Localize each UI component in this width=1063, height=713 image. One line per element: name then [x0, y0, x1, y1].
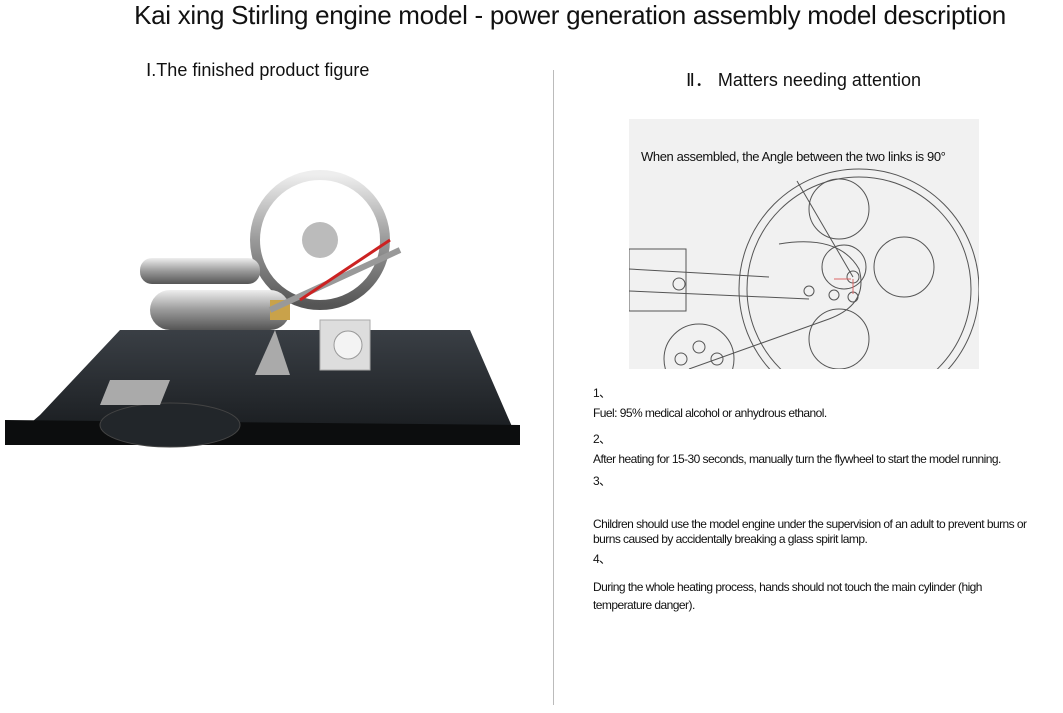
section-heading-product: Ⅰ.The finished product figure: [146, 60, 370, 80]
diagram-caption: When assembled, the Angle between the tw…: [641, 149, 946, 164]
item-text: Fuel: 95% medical alcohol or anhydrous e…: [593, 406, 827, 420]
list-item: 2、 After heating for 15-30 seconds, manu…: [593, 432, 1038, 467]
item-number: 4、: [593, 552, 611, 566]
attention-list: 1、 Fuel: 95% medical alcohol or anhydrou…: [593, 386, 1038, 614]
item-text: Children should use the model engine und…: [593, 517, 1027, 546]
list-item: 4、 During the whole heating process, han…: [593, 552, 1038, 614]
item-number: 1、: [593, 386, 611, 400]
item-text: During the whole heating process, hands …: [593, 580, 982, 612]
engine-product-photo: [5, 170, 520, 448]
item-text: After heating for 15-30 seconds, manuall…: [593, 452, 1001, 466]
assembly-diagram: When assembled, the Angle between the tw…: [629, 119, 979, 369]
divider: [553, 70, 554, 705]
list-item: 3、 Children should use the model engine …: [593, 474, 1038, 547]
item-number: 3、: [593, 474, 611, 488]
linkage-drawing: [629, 168, 979, 369]
section-heading-attention: Ⅱ． Matters needing attention: [686, 70, 921, 90]
item-number: 2、: [593, 432, 611, 446]
list-item: 1、 Fuel: 95% medical alcohol or anhydrou…: [593, 386, 1038, 421]
page-title: Kai xing Stirling engine model - power g…: [134, 0, 1006, 30]
